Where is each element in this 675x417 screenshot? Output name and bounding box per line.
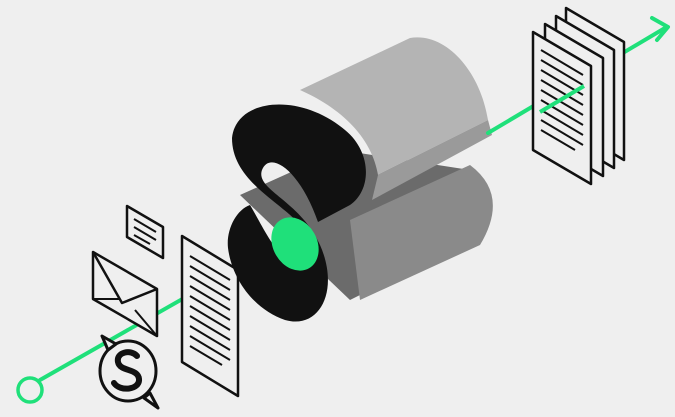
document-stack-icon [533,8,624,184]
start-circle-icon [18,378,42,402]
